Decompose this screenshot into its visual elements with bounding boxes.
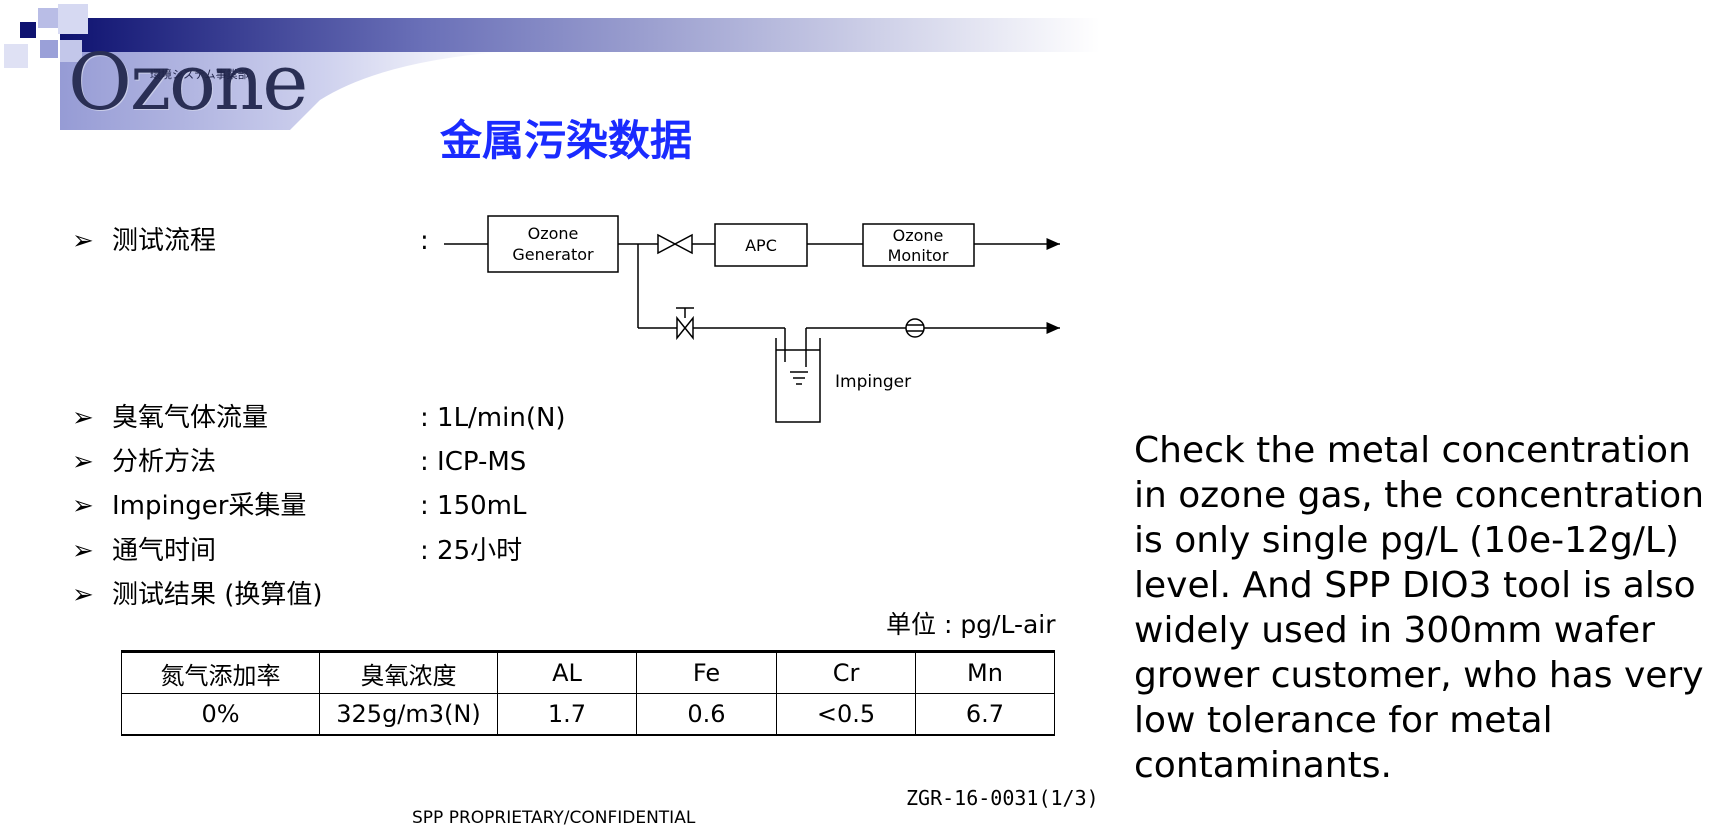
monitor-label-2: Monitor (888, 246, 949, 265)
table-header-row: 氮气添加率 臭氧浓度 AL Fe Cr Mn (121, 651, 1055, 694)
bullet-label: 臭氧气体流量 (112, 403, 269, 433)
impinger-label: Impinger (835, 372, 911, 392)
apc-box (714, 223, 808, 267)
bullet-arrow-icon: ➢ (72, 491, 94, 521)
table-cell: 0% (121, 693, 320, 736)
side-description: Check the metal concentration in ozone g… (1134, 430, 1705, 786)
header-banner (4, 4, 1100, 130)
table-cell: 6.7 (915, 693, 1055, 736)
bullet-label: Impinger采集量 (112, 491, 307, 521)
bullet-item: ➢ 分析方法 : ICP-MS (72, 447, 526, 478)
monitor-label-1: Ozone (893, 226, 944, 245)
column-header: 臭氧浓度 (319, 651, 498, 694)
document-code: ZGR-16-0031(1/3) (906, 786, 1099, 810)
valve-icon (657, 233, 693, 255)
table-cell: 0.6 (636, 693, 777, 736)
bullet-value: : 25小时 (420, 536, 523, 566)
bullet-arrow-icon: ➢ (72, 226, 94, 256)
apc-label: APC (745, 236, 777, 255)
generator-label-1: Ozone (528, 224, 579, 243)
bullet-arrow-icon: ➢ (72, 403, 94, 433)
column-header: AL (497, 651, 637, 694)
table-cell: 325g/m3(N) (319, 693, 498, 736)
bullet-item: ➢ 测试结果 (换算值) (72, 580, 323, 611)
column-header: Cr (776, 651, 916, 694)
unit-label: 单位 : pg/L-air (886, 610, 1056, 639)
table-cell: <0.5 (776, 693, 916, 736)
generator-label-2: Generator (512, 245, 594, 264)
bullet-item: ➢ Impinger采集量 : 150mL (72, 491, 526, 522)
bullet-arrow-icon: ➢ (72, 580, 94, 610)
bullet-value: : ICP-MS (420, 447, 527, 477)
needle-valve-icon (676, 315, 694, 341)
results-table: 氮气添加率 臭氧浓度 AL Fe Cr Mn 0% 325g/m3(N) 1.7… (121, 650, 1055, 736)
column-header: Fe (636, 651, 777, 694)
bullet-item: ➢ 臭氧气体流量 : 1L/min(N) (72, 403, 566, 434)
bullet-value: : 1L/min(N) (420, 403, 566, 433)
bullet-item: ➢ 通气时间 : 25小时 (72, 536, 522, 567)
bullet-value: : (420, 226, 429, 256)
confidential-notice: SPP PROPRIETARY/CONFIDENTIAL (412, 808, 696, 828)
table-row: 0% 325g/m3(N) 1.7 0.6 <0.5 6.7 (121, 693, 1055, 736)
bullet-label: 测试流程 (112, 226, 217, 256)
flowmeter-icon (905, 318, 925, 338)
bullet-label: 通气时间 (112, 536, 217, 566)
slide-title: 金属污染数据 (440, 116, 693, 165)
bullet-item: ➢ 测试流程 : (72, 226, 429, 257)
bullet-arrow-icon: ➢ (72, 447, 94, 477)
ozone-logo: Ozone (68, 38, 308, 128)
test-flow-diagram: Ozone Generator APC Ozone Monitor Imping… (444, 215, 1060, 423)
table-cell: 1.7 (497, 693, 637, 736)
ozone-monitor-box (862, 223, 975, 267)
column-header: 氮气添加率 (121, 651, 320, 694)
bullet-label: 测试结果 (换算值) (112, 580, 323, 610)
impinger-vessel (775, 338, 821, 423)
bullet-arrow-icon: ➢ (72, 536, 94, 566)
column-header: Mn (915, 651, 1055, 694)
bullet-value: : 150mL (420, 491, 527, 521)
bullet-label: 分析方法 (112, 447, 217, 477)
logo-tagline: 環境システム事業部 (150, 68, 249, 81)
